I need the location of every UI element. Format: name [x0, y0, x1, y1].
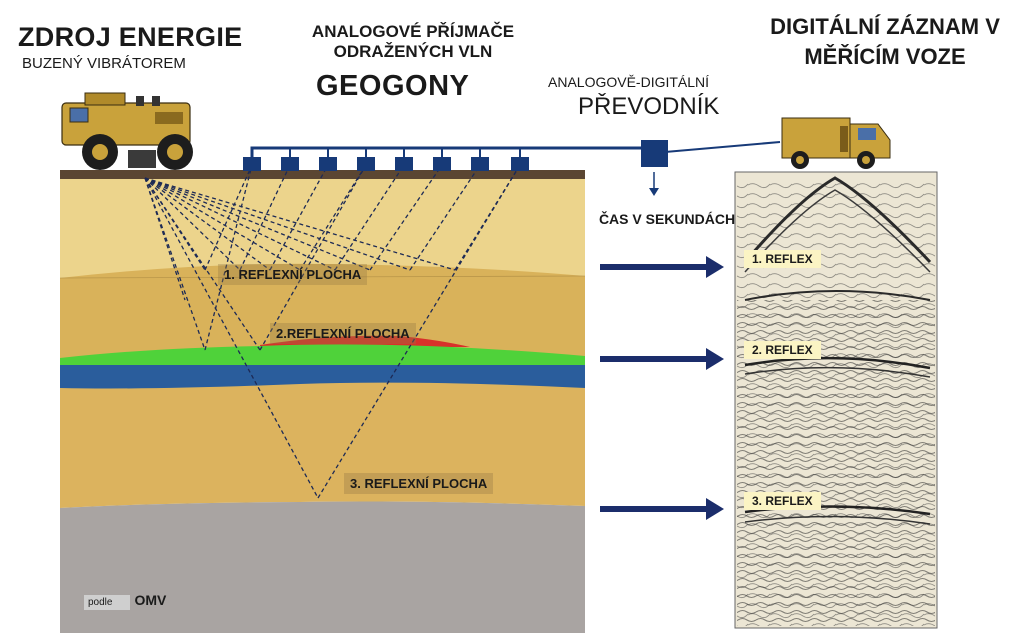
top-layer — [60, 178, 585, 278]
reflection-plane-3-label: 3. REFLEXNÍ PLOCHA — [344, 473, 493, 494]
geophones — [244, 148, 528, 170]
adc-arrow-head — [649, 188, 659, 196]
time-axis-label: ČAS V SEKUNDÁCH — [598, 210, 736, 228]
converter-name: PŘEVODNÍK — [578, 93, 719, 121]
seismogram — [735, 172, 937, 628]
reflex-1-label: 1. REFLEX — [744, 250, 821, 268]
reflection-plane-1-label: 1. REFLEXNÍ PLOCHA — [218, 264, 367, 285]
source-title: ZDROJ ENERGIE — [18, 22, 242, 53]
reflex-3-label: 3. REFLEX — [744, 492, 821, 510]
reflection-plane-2-label: 2.REFLEXNÍ PLOCHA — [270, 323, 416, 344]
vibrator-truck-icon — [62, 93, 193, 170]
credit-name: OMV — [134, 592, 166, 608]
reflex-arrows — [600, 256, 724, 520]
recording-truck-icon — [782, 118, 890, 169]
recorder-cable — [665, 142, 780, 152]
bedrock-layer — [60, 502, 585, 633]
reflex-2-label: 2. REFLEX — [744, 341, 821, 359]
credit-prefix: podle — [84, 595, 130, 610]
recording-title: DIGITÁLNÍ ZÁZNAM V MĚŘÍCÍM VOZE — [752, 12, 1018, 72]
source-subtitle: BUZENÝ VIBRÁTOREM — [22, 55, 186, 72]
deep-layer — [60, 380, 585, 508]
receivers-title: ANALOGOVÉ PŘÍJMAČE ODRAŽENÝCH VLN — [283, 22, 543, 62]
receivers-name: GEOGONY — [316, 70, 469, 103]
source-credit: podle OMV — [84, 592, 166, 608]
geology-section — [60, 170, 585, 633]
geophone-cable — [252, 148, 655, 160]
adc-box — [641, 140, 668, 167]
converter-title: ANALOGOVĚ-DIGITÁLNÍ — [548, 74, 709, 90]
